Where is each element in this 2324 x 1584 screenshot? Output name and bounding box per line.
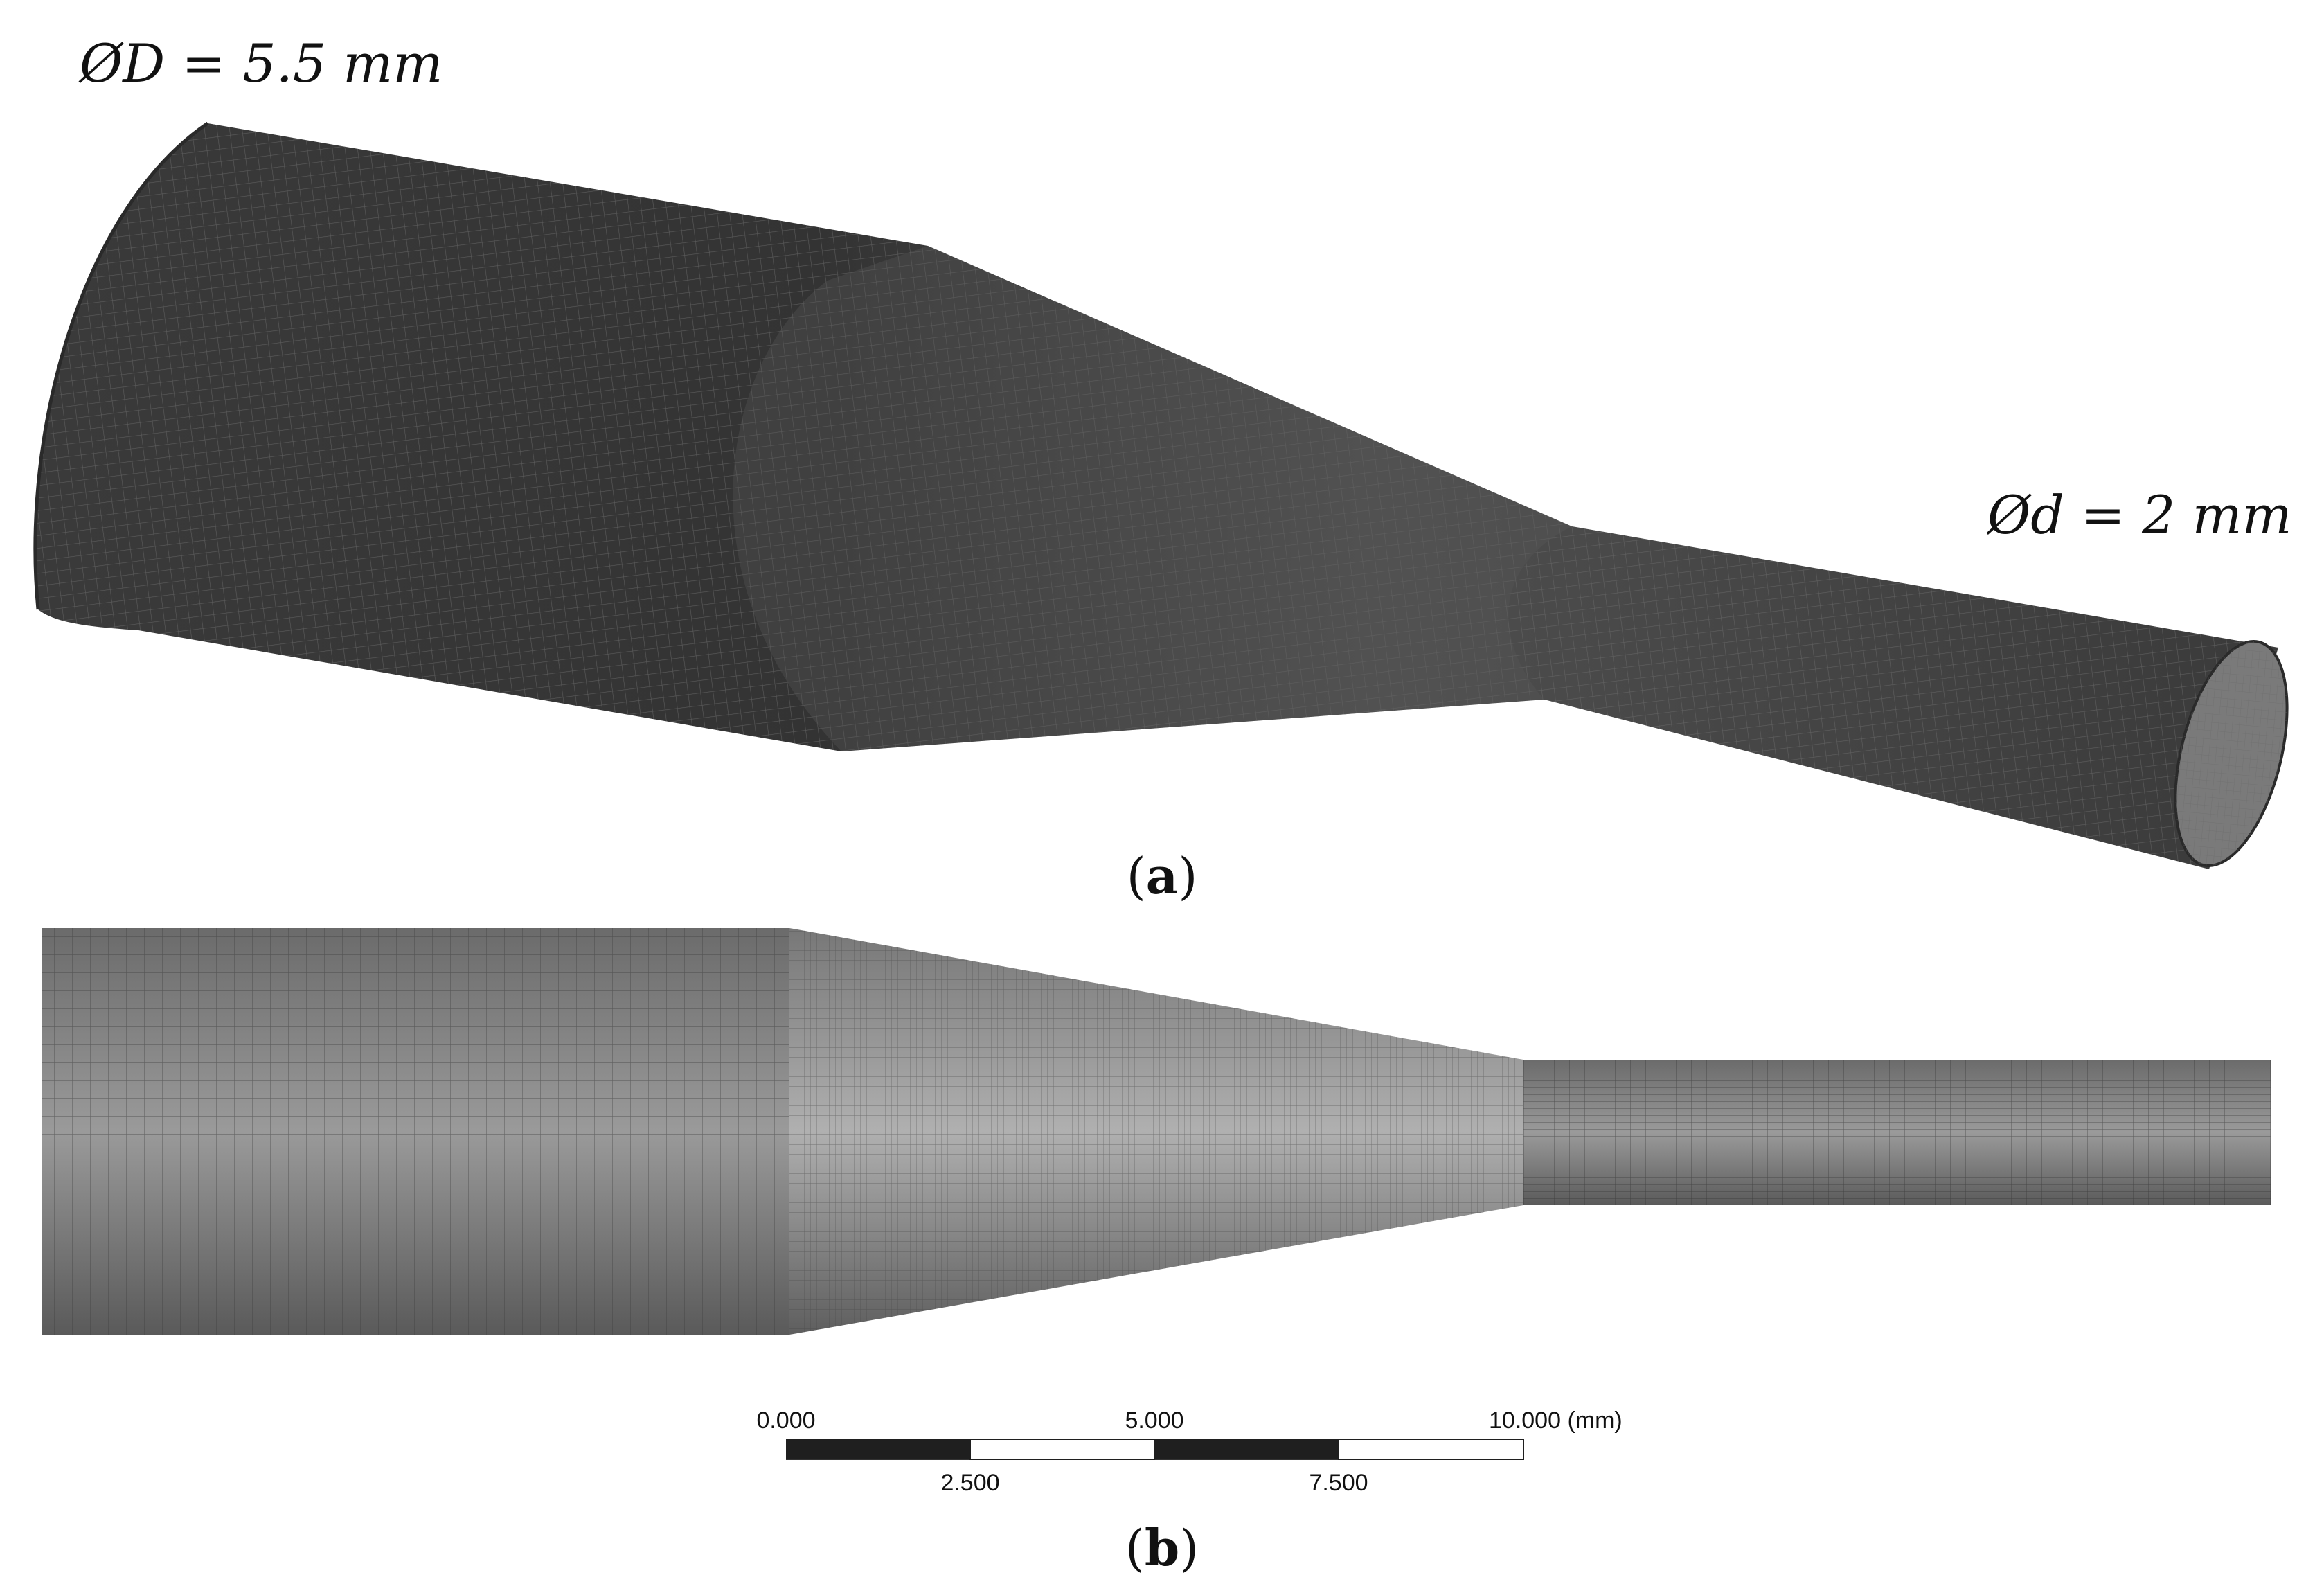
scale-segment-2 — [969, 1439, 1155, 1460]
scale-segment-1 — [786, 1439, 970, 1459]
scale-segment-3 — [1154, 1439, 1339, 1459]
scale-label-2-5: 2.500 — [940, 1470, 999, 1496]
scale-label-0: 0.000 — [756, 1407, 815, 1434]
inlet-diameter-label: ØD = 5.5 mm — [78, 33, 443, 94]
caption-b: (b) — [1125, 1518, 1199, 1577]
cone-section-3d — [733, 246, 1572, 751]
caption-a: (a) — [1127, 846, 1198, 905]
scale-label-7-5: 7.500 — [1309, 1470, 1368, 1496]
scale-segment-4 — [1338, 1439, 1524, 1460]
scale-label-10: 10.000 (mm) — [1489, 1407, 1623, 1434]
panel-a-3d-mesh — [33, 121, 2289, 869]
outlet-diameter-label: Ød = 2 mm — [1986, 484, 2292, 546]
scale-label-5: 5.000 — [1125, 1407, 1183, 1434]
scale-bar: 0.000 5.000 10.000 (mm) 2.500 7.500 — [756, 1407, 1622, 1496]
panel-b-side-mesh — [42, 928, 2271, 1335]
